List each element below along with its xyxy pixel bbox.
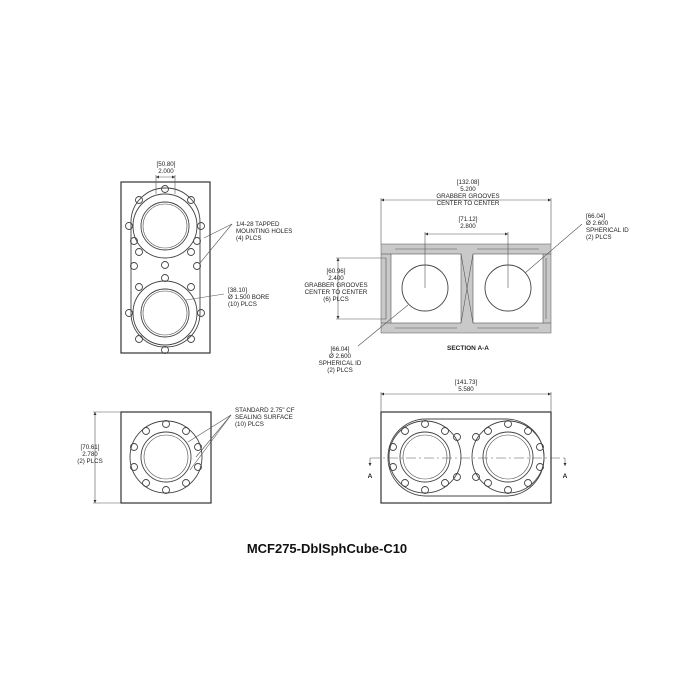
side-height-mm: [70.61] bbox=[81, 444, 100, 451]
section-inner-in: 2.800 bbox=[460, 223, 476, 230]
side-height-in: 2.780 bbox=[82, 451, 98, 458]
front-length-in: 5.580 bbox=[458, 386, 474, 393]
top-flange-upper bbox=[132, 193, 198, 259]
front-length-mm: [141.73] bbox=[455, 379, 478, 386]
sph-right-in: Ø 2.600 bbox=[586, 220, 609, 227]
cf-note-1: STANDARD 2.75" CF bbox=[235, 407, 295, 414]
section-inner-mm: [71.12] bbox=[459, 216, 478, 223]
section-height-note-3: (6) PLCS bbox=[323, 296, 348, 303]
top-flange-lower bbox=[132, 280, 198, 346]
section-outer-note-2: CENTER TO CENTER bbox=[437, 200, 500, 207]
side-view: [70.61] 2.780 (2) PLCS STANDARD 2.75" CF… bbox=[77, 407, 295, 504]
top-width-in: 2.000 bbox=[158, 168, 174, 175]
side-view-outline bbox=[120, 411, 212, 504]
cf-note-2: SEALING SURFACE bbox=[235, 414, 293, 421]
drawing-title: MCF275-DblSphCube-C10 bbox=[247, 541, 407, 556]
sph-left-mm: [66.04] bbox=[331, 346, 350, 353]
top-view: [50.80] 2.000 1/4-28 TAPPED MOUNTING HOL… bbox=[120, 161, 292, 354]
top-bore-lower bbox=[140, 288, 190, 338]
section-outer-in: 5.200 bbox=[460, 186, 476, 193]
bolt-holes-lower bbox=[125, 283, 205, 354]
section-view: [132.08] 5.200 GRABBER GROOVES CENTER TO… bbox=[304, 179, 629, 374]
bore-mm: [38.10] bbox=[228, 287, 247, 294]
front-bolt-holes bbox=[389, 420, 544, 494]
sph-right-note-1: SPHERICAL ID bbox=[586, 227, 629, 234]
side-bolt-holes bbox=[130, 420, 202, 494]
side-bore bbox=[140, 431, 192, 483]
section-outer-note-1: GRABBER GROOVES bbox=[436, 193, 499, 200]
side-height-plcs: (2) PLCS bbox=[77, 458, 102, 465]
section-height-note-1: GRABBER GROOVES bbox=[304, 282, 367, 289]
side-flange bbox=[129, 420, 203, 494]
front-view: A A [141.73] 5.580 bbox=[368, 379, 568, 504]
section-height-in: 2.400 bbox=[328, 275, 344, 282]
sph-right-mm: [66.04] bbox=[586, 213, 605, 220]
front-flange-left bbox=[388, 420, 462, 494]
top-bore-upper bbox=[140, 201, 190, 251]
tapped-holes bbox=[130, 237, 201, 282]
bolt-holes-upper bbox=[125, 185, 205, 256]
sph-left-note-2: (2) PLCS bbox=[327, 367, 352, 374]
cf-note-3: (10) PLCS bbox=[235, 421, 264, 428]
section-height-mm: [60.96] bbox=[327, 268, 346, 275]
tapped-note-1: 1/4-28 TAPPED bbox=[236, 221, 280, 228]
sph-left-in: Ø 2.600 bbox=[329, 353, 352, 360]
sph-left-note-1: SPHERICAL ID bbox=[319, 360, 362, 367]
section-height-note-2: CENTER TO CENTER bbox=[305, 289, 368, 296]
tapped-note-2: MOUNTING HOLES bbox=[236, 228, 292, 235]
cut-label-left: A bbox=[368, 473, 373, 480]
front-flange-right bbox=[471, 420, 545, 494]
bore-plcs: (10) PLCS bbox=[228, 301, 257, 308]
cut-label-right: A bbox=[563, 473, 568, 480]
tapped-note-3: (4) PLCS bbox=[236, 235, 261, 242]
front-view-outline bbox=[380, 411, 552, 504]
bore-in: Ø 1.500 BORE bbox=[228, 294, 269, 301]
top-width-mm: [50.80] bbox=[157, 161, 176, 168]
section-label: SECTION A-A bbox=[447, 345, 489, 352]
sph-right-note-2: (2) PLCS bbox=[586, 234, 611, 241]
section-outer-mm: [132.08] bbox=[457, 179, 480, 186]
